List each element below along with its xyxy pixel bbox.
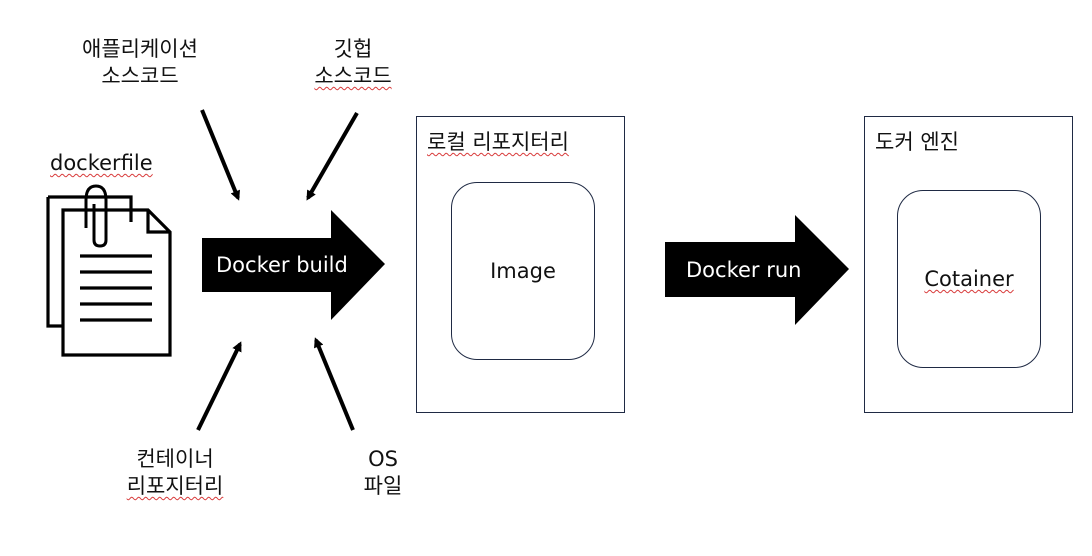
- docker-build-label: Docker build: [216, 253, 348, 277]
- arrow-os-files: [314, 337, 355, 431]
- arrow-github-source: [306, 112, 359, 201]
- dockerfile-label: dockerfile: [50, 150, 153, 177]
- app-source-line2: 소스코드: [101, 64, 179, 88]
- image-box: [451, 182, 595, 360]
- docker-run-label: Docker run: [686, 258, 802, 282]
- docker-build-arrow: [202, 210, 385, 320]
- local-repository-title: 로컬 리포지터리: [427, 129, 569, 156]
- os-files-line2: 파일: [363, 474, 403, 498]
- container-label-text: Cotainer: [924, 267, 1014, 291]
- local-repository-box: [416, 116, 625, 413]
- container-registry-line2: 리포지터리: [126, 474, 224, 498]
- document-clip-icon: [46, 184, 172, 357]
- os-files-line1: OS: [368, 447, 398, 471]
- app-source-label: 애플리케이션 소스코드: [60, 36, 220, 90]
- container-label: Cotainer: [897, 266, 1041, 293]
- arrow-app-source: [200, 109, 240, 201]
- github-source-line2: 소스코드: [314, 64, 392, 88]
- docker-run-arrow: [665, 215, 849, 325]
- os-files-label: OS 파일: [350, 446, 416, 500]
- docker-engine-box: [864, 116, 1073, 413]
- github-source-label: 깃헙 소스코드: [298, 36, 408, 90]
- dockerfile-text: dockerfile: [50, 151, 153, 175]
- container-registry-label: 컨테이너 리포지터리: [100, 446, 250, 500]
- app-source-line1: 애플리케이션: [82, 37, 198, 61]
- image-label: Image: [490, 259, 556, 283]
- local-repository-title-text: 로컬 리포지터리: [427, 130, 569, 154]
- arrow-container-registry: [196, 341, 242, 431]
- docker-engine-title: 도커 엔진: [875, 130, 959, 154]
- github-source-line1: 깃헙: [333, 37, 373, 61]
- container-registry-line1: 컨테이너: [136, 447, 214, 471]
- container-box: [897, 190, 1041, 368]
